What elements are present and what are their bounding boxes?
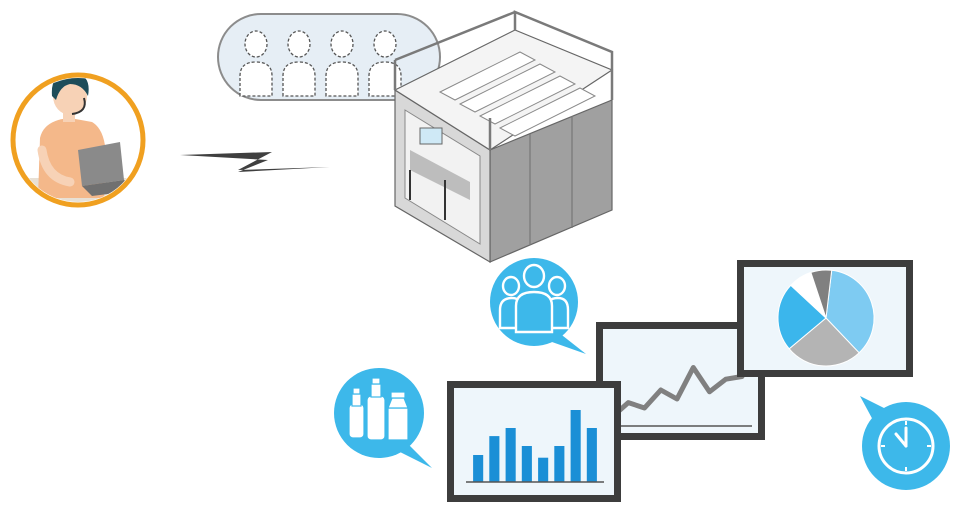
pie-slice [777, 284, 827, 350]
bar [489, 436, 500, 482]
customers-cloud-icon [217, 13, 441, 101]
bar [473, 455, 484, 482]
pie-chart [777, 269, 875, 367]
operator-at-laptop-icon [10, 72, 146, 208]
line-chart-monitor [596, 322, 765, 440]
bar [554, 446, 565, 482]
bar [538, 457, 549, 482]
people-icon [498, 263, 570, 334]
bar [521, 446, 532, 482]
pie-slice [810, 269, 833, 319]
line-chart [608, 365, 752, 427]
bar [505, 428, 516, 482]
drink-bottles-icon [348, 377, 409, 441]
bar-chart-monitor [447, 381, 621, 502]
bar [586, 428, 597, 482]
pie-slice [825, 269, 875, 354]
bar [570, 410, 581, 482]
vending-store-machine-icon [393, 10, 614, 264]
products-speech-bubble [334, 368, 432, 468]
lightning-bolt-icon [180, 152, 330, 172]
clock-speech-bubble [860, 396, 950, 490]
pie-chart-monitor [737, 260, 913, 377]
bar-chart [466, 410, 604, 483]
clock-icon [877, 417, 935, 475]
people-speech-bubble [490, 258, 586, 354]
pie-slice [788, 317, 860, 367]
line-series [609, 365, 745, 420]
